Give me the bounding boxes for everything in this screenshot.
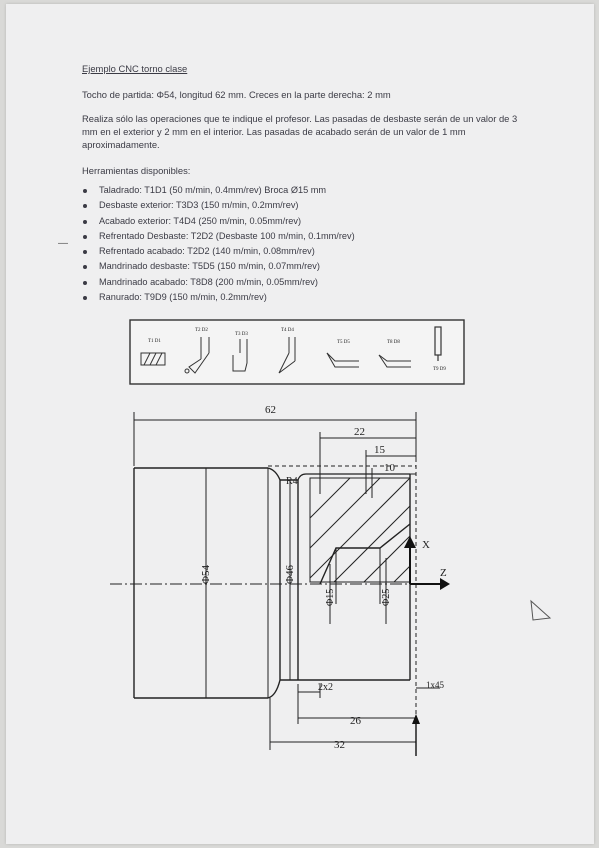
triangle-mark bbox=[530, 599, 552, 621]
tool-label-t1: T1 D1 bbox=[148, 339, 161, 344]
finishing-tool-icon bbox=[278, 337, 296, 374]
tool-label-t3: T3 D3 bbox=[235, 332, 248, 337]
list-item: Mandrinado desbaste: T5D5 (150 m/min, 0.… bbox=[82, 259, 522, 274]
dim-15-label: 15 bbox=[374, 444, 386, 456]
dim-62-label: 62 bbox=[265, 404, 276, 416]
dia-15-label: Φ15 bbox=[325, 589, 336, 606]
tool-icons-panel: T1 D1 T2 D2 T3 D3 T4 D4 T5 D5 T8 D8 T9 D… bbox=[129, 319, 465, 385]
dim-10-label: 10 bbox=[384, 462, 396, 474]
facing-tool-icon bbox=[184, 337, 210, 374]
dim-26-label: 26 bbox=[350, 715, 362, 727]
dia-46-label: Φ46 bbox=[284, 564, 296, 584]
document-title: Ejemplo CNC torno clase bbox=[82, 63, 188, 74]
instructions-paragraph: Realiza sólo las operaciones que te indi… bbox=[82, 113, 518, 150]
tool-label-t9: T9 D9 bbox=[433, 367, 446, 372]
list-item: Refrentado Desbaste: T2D2 (Desbaste 100 … bbox=[82, 229, 522, 244]
tool-label-t8: T8 D8 bbox=[387, 340, 400, 345]
dia-54-label: Φ54 bbox=[200, 564, 212, 584]
list-item: Desbaste exterior: T3D3 (150 m/min, 0.2m… bbox=[82, 198, 522, 213]
list-item: Taladrado: T1D1 (50 m/min, 0.4mm/rev) Br… bbox=[82, 183, 522, 198]
tool-label-t4: T4 D4 bbox=[281, 328, 294, 333]
list-item: Ranurado: T9D9 (150 m/min, 0.2mm/rev) bbox=[82, 290, 522, 305]
groove-label: 2x2 bbox=[318, 682, 333, 693]
chamfer-label: 1x45 bbox=[426, 680, 445, 690]
document-page bbox=[6, 4, 594, 844]
list-item: Mandrinado acabado: T8D8 (200 m/min, 0.0… bbox=[82, 275, 522, 290]
tools-heading: Herramientas disponibles: bbox=[82, 165, 191, 176]
roughing-tool-icon bbox=[232, 339, 248, 372]
tools-list: Taladrado: T1D1 (50 m/min, 0.4mm/rev) Br… bbox=[82, 183, 522, 305]
axis-indicator bbox=[404, 536, 450, 756]
grooving-tool-icon bbox=[434, 326, 442, 361]
boring-finish-tool-icon bbox=[378, 354, 411, 368]
technical-drawing: 62 22 15 10 R4 Φ54 Φ46 Φ15 Φ25 2x2 1x45 … bbox=[110, 404, 450, 756]
list-item: Refrentado acabado: T2D2 (140 m/min, 0.0… bbox=[82, 244, 522, 259]
stock-description: Tocho de partida: Φ54, longitud 62 mm. C… bbox=[82, 89, 391, 100]
dim-22-label: 22 bbox=[354, 426, 365, 438]
radius-label: R4 bbox=[286, 476, 298, 487]
margin-mark: — bbox=[58, 238, 68, 249]
boring-tool-icon bbox=[326, 352, 359, 368]
tool-label-t2: T2 D2 bbox=[195, 328, 208, 333]
axis-x-label: X bbox=[422, 539, 430, 551]
axis-z-label: Z bbox=[440, 567, 447, 579]
drill-tool-icon bbox=[140, 352, 166, 366]
dia-25-label: Φ25 bbox=[381, 589, 392, 606]
dim-32-label: 32 bbox=[334, 739, 345, 751]
list-item: Acabado exterior: T4D4 (250 m/min, 0.05m… bbox=[82, 214, 522, 229]
tool-label-t5: T5 D5 bbox=[337, 340, 350, 345]
